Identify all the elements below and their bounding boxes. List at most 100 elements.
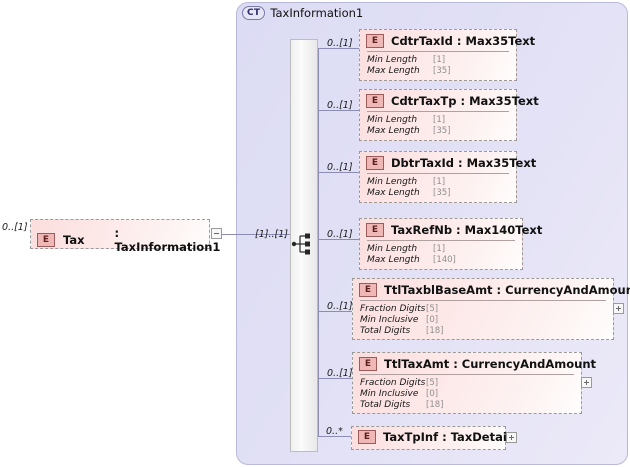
facet-row: Total Digits [18] bbox=[360, 400, 575, 411]
facet-row: Min Inclusive [0] bbox=[360, 389, 575, 400]
element-header-ttltaxblbaseamt: E TtlTaxblBaseAmt : CurrencyAndAmount bbox=[353, 279, 630, 300]
facet-value: [1] bbox=[433, 115, 446, 125]
sequence-icon[interactable] bbox=[291, 232, 317, 256]
complex-type-badge-icon: CT bbox=[242, 6, 266, 20]
facet-value: [0] bbox=[426, 315, 439, 325]
facet-row: Max Length [35] bbox=[367, 126, 510, 137]
facet-value: [140] bbox=[433, 255, 456, 265]
element-header-dbtrtaxid: E DbtrTaxId : Max35Text bbox=[360, 152, 536, 173]
element-title-ttltaxamt: TtlTaxAmt : CurrencyAndAmount bbox=[384, 357, 597, 371]
element-badge-icon: E bbox=[366, 94, 384, 108]
facet-row: Min Length [1] bbox=[367, 244, 516, 255]
facet-label: Min Inclusive bbox=[360, 315, 419, 325]
facet-row: Min Inclusive [0] bbox=[360, 315, 607, 326]
element-badge-icon: E bbox=[366, 156, 384, 170]
facet-label: Min Length bbox=[367, 177, 418, 187]
facet-value: [18] bbox=[426, 326, 444, 336]
facet-label: Min Length bbox=[367, 55, 418, 65]
facet-value: [35] bbox=[433, 126, 451, 136]
expand-icon-taxtpinf[interactable] bbox=[506, 432, 517, 443]
element-title-ttltaxblbaseamt: TtlTaxblBaseAmt : CurrencyAndAmount bbox=[384, 283, 630, 297]
facet-row: Min Length [1] bbox=[367, 177, 510, 188]
facet-row: Max Length [35] bbox=[367, 66, 510, 77]
occurrence-label-cdtrtaxid: 0..[1] bbox=[327, 38, 353, 49]
facet-value: [1] bbox=[433, 177, 446, 187]
facet-value: [1] bbox=[433, 55, 446, 65]
element-title-cdtrtaxid: CdtrTaxId : Max35Text bbox=[391, 34, 536, 48]
element-header-tax: E Tax : TaxInformation1 bbox=[31, 220, 220, 254]
expand-icon-ttltaxamt[interactable] bbox=[581, 377, 592, 388]
facet-value: [0] bbox=[426, 389, 439, 399]
divider bbox=[360, 374, 574, 375]
facet-list-dbtrtaxid: Min Length [1] Max Length [35] bbox=[360, 174, 516, 203]
connector-line bbox=[318, 110, 359, 111]
facet-label: Fraction Digits bbox=[360, 304, 426, 314]
element-title-dbtrtaxid: DbtrTaxId : Max35Text bbox=[391, 156, 537, 170]
facet-row: Fraction Digits [5] bbox=[360, 378, 575, 389]
element-badge-icon: E bbox=[366, 223, 384, 237]
element-box-tax[interactable]: E Tax : TaxInformation1 bbox=[30, 219, 220, 254]
element-type-tax: : TaxInformation1 bbox=[114, 226, 221, 254]
facet-label: Max Length bbox=[367, 188, 420, 198]
facet-row: Min Length [1] bbox=[367, 115, 510, 126]
root-occurrence-label: 0..[1] bbox=[2, 222, 28, 233]
facet-label: Max Length bbox=[367, 126, 420, 136]
element-box-dbtrtaxid[interactable]: E DbtrTaxId : Max35Text Min Length [1] M… bbox=[359, 151, 536, 203]
element-box-taxtpinf[interactable]: E TaxTpInf : TaxDetails bbox=[351, 426, 518, 450]
element-header-taxtpinf: E TaxTpInf : TaxDetails bbox=[352, 427, 518, 447]
connector-line bbox=[222, 234, 237, 235]
element-box-cdtrtaxtp[interactable]: E CdtrTaxTp : Max35Text Min Length [1] M… bbox=[359, 89, 539, 141]
expand-icon-ttltaxblbaseamt[interactable] bbox=[613, 303, 624, 314]
facet-list-ttltaxamt: Fraction Digits [5] Min Inclusive [0] To… bbox=[353, 375, 581, 415]
facet-list-cdtrtaxtp: Min Length [1] Max Length [35] bbox=[360, 112, 516, 141]
facet-label: Fraction Digits bbox=[360, 378, 426, 388]
compositor-occurrence-label: [1]..[1] bbox=[255, 229, 288, 240]
element-header-cdtrtaxid: E CdtrTaxId : Max35Text bbox=[360, 30, 535, 51]
element-title-cdtrtaxtp: CdtrTaxTp : Max35Text bbox=[391, 94, 539, 108]
element-name-tax: Tax bbox=[63, 233, 85, 247]
element-title-taxrefnb: TaxRefNb : Max140Text bbox=[391, 223, 543, 237]
facet-value: [18] bbox=[426, 400, 444, 410]
facet-list-cdtrtaxid: Min Length [1] Max Length [35] bbox=[360, 52, 516, 81]
complex-type-header: CT TaxInformation1 bbox=[242, 6, 363, 20]
connector-line bbox=[318, 378, 352, 379]
facet-label: Min Inclusive bbox=[360, 389, 419, 399]
facet-list-ttltaxblbaseamt: Fraction Digits [5] Min Inclusive [0] To… bbox=[353, 301, 613, 341]
facet-label: Total Digits bbox=[360, 326, 411, 336]
element-box-ttltaxamt[interactable]: E TtlTaxAmt : CurrencyAndAmount Fraction… bbox=[352, 352, 596, 415]
connector-line bbox=[318, 48, 319, 436]
facet-row: Min Length [1] bbox=[367, 55, 510, 66]
occurrence-label-taxrefnb: 0..[1] bbox=[327, 229, 353, 240]
facet-label: Min Length bbox=[367, 115, 418, 125]
element-badge-icon: E bbox=[37, 233, 55, 247]
facet-value: [5] bbox=[426, 304, 439, 314]
facet-list-taxrefnb: Min Length [1] Max Length [140] bbox=[360, 241, 522, 270]
occurrence-label-dbtrtaxid: 0..[1] bbox=[327, 162, 353, 173]
element-badge-icon: E bbox=[358, 430, 376, 444]
collapse-icon-tax[interactable] bbox=[211, 228, 222, 239]
facet-label: Max Length bbox=[367, 255, 420, 265]
element-header-cdtrtaxtp: E CdtrTaxTp : Max35Text bbox=[360, 90, 539, 111]
element-box-taxrefnb[interactable]: E TaxRefNb : Max140Text Min Length [1] M… bbox=[359, 218, 542, 270]
connector-line bbox=[318, 311, 352, 312]
divider bbox=[367, 111, 509, 112]
element-box-ttltaxblbaseamt[interactable]: E TtlTaxblBaseAmt : CurrencyAndAmount Fr… bbox=[352, 278, 630, 341]
facet-value: [35] bbox=[433, 66, 451, 76]
facet-label: Total Digits bbox=[360, 400, 411, 410]
element-header-ttltaxamt: E TtlTaxAmt : CurrencyAndAmount bbox=[353, 353, 596, 374]
facet-label: Max Length bbox=[367, 66, 420, 76]
occurrence-label-cdtrtaxtp: 0..[1] bbox=[327, 100, 353, 111]
element-box-cdtrtaxid[interactable]: E CdtrTaxId : Max35Text Min Length [1] M… bbox=[359, 29, 535, 81]
connector-line bbox=[318, 48, 359, 49]
divider bbox=[367, 240, 515, 241]
facet-row: Max Length [140] bbox=[367, 255, 516, 266]
facet-value: [5] bbox=[426, 378, 439, 388]
divider bbox=[367, 173, 509, 174]
facet-value: [35] bbox=[433, 188, 451, 198]
connector-line bbox=[318, 436, 351, 437]
element-badge-icon: E bbox=[366, 34, 384, 48]
element-title-taxtpinf: TaxTpInf : TaxDetails bbox=[383, 430, 518, 444]
facet-value: [1] bbox=[433, 244, 446, 254]
complex-type-name: TaxInformation1 bbox=[270, 6, 364, 20]
